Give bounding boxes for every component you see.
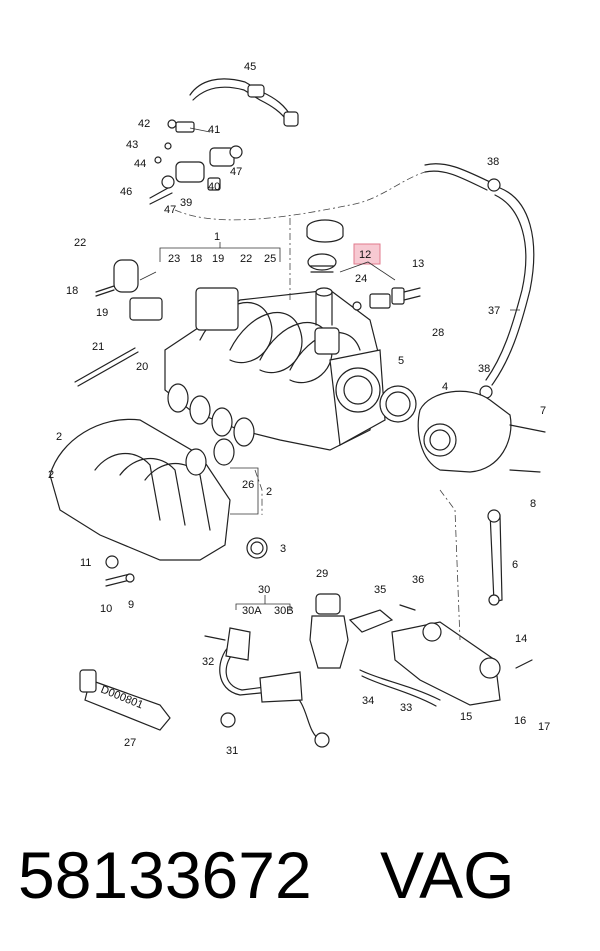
callout-label: 41 [208, 124, 220, 136]
callout-label: 43 [126, 139, 138, 151]
vacuum-hose-assembly [189, 78, 299, 127]
callout-label: 16 [514, 715, 526, 727]
intake-manifold [164, 287, 386, 451]
callout-label: 32 [202, 656, 214, 668]
callout-label: 21 [92, 341, 104, 353]
callout-label: 9 [128, 599, 134, 611]
callout-label: 17 [538, 721, 550, 733]
callout-label: 31 [226, 745, 238, 757]
callout-label: 24 [355, 273, 367, 285]
leader-lines [139, 127, 520, 610]
callout-label: 20 [136, 361, 148, 373]
callout-label: 19 [212, 253, 224, 265]
lower-manifold [49, 418, 268, 561]
callout-label: 7 [540, 405, 546, 417]
sealant-tube: D000801 [79, 669, 171, 731]
bracket-assembly [391, 509, 533, 706]
callout-label: 46 [120, 186, 132, 198]
egr-pipe [204, 627, 330, 748]
throttle-body [379, 385, 546, 473]
cap-filter-stack [306, 219, 344, 326]
callout-label: 30B [274, 605, 294, 617]
callout-label: 33 [400, 702, 412, 714]
vacuum-line [174, 163, 535, 399]
callout-label: 2 [266, 486, 272, 498]
callout-label: 22 [74, 237, 86, 249]
callout-label: 2 [56, 431, 62, 443]
callout-label: 8 [530, 498, 536, 510]
callout-label: 47 [164, 204, 176, 216]
callout-label: 15 [460, 711, 472, 723]
callout-label: 26 [242, 479, 254, 491]
callout-label: 30A [242, 605, 262, 617]
callout-labels: 1 2 2 2 3 4 5 6 7 8 9 10 11 12 13 14 15 … [48, 61, 550, 757]
callout-label: 14 [515, 633, 527, 645]
callout-label: 39 [180, 197, 192, 209]
callout-label: 45 [244, 61, 256, 73]
exploded-parts-diagram: D000801 1 2 2 2 3 4 5 6 7 8 9 10 11 12 1… [48, 61, 550, 757]
callout-label: 23 [168, 253, 180, 265]
part-number: 58133672 [18, 838, 312, 912]
callout-label: 34 [362, 695, 374, 707]
callout-label: 12 [359, 249, 371, 261]
footer: 58133672 VAG [18, 830, 588, 930]
callout-label: 28 [432, 327, 444, 339]
callout-label: 11 [80, 557, 91, 569]
callout-label: 3 [280, 543, 286, 555]
callout-label: 4 [442, 381, 448, 393]
callout-label: 19 [96, 307, 108, 319]
callout-label: 25 [264, 253, 276, 265]
fasteners [74, 259, 163, 587]
callout-label: 1 [214, 231, 220, 243]
callout-label: 30 [258, 584, 270, 596]
callout-label: 35 [374, 584, 386, 596]
callout-label: 5 [398, 355, 404, 367]
callout-label: 27 [124, 737, 136, 749]
callout-label: 18 [190, 253, 202, 265]
callout-label: 42 [138, 118, 150, 130]
callout-label: 18 [66, 285, 78, 297]
callout-label: 38 [478, 363, 490, 375]
callout-label: 36 [412, 574, 424, 586]
callout-label: 47 [230, 166, 242, 178]
solenoid-valve-group [149, 119, 243, 205]
sensor-assembly [352, 243, 421, 311]
callout-label: 44 [134, 158, 146, 170]
callout-label: 13 [412, 258, 424, 270]
callout-label: 29 [316, 568, 328, 580]
callout-label: 37 [488, 305, 500, 317]
callout-label: 40 [208, 181, 220, 193]
callout-label: 22 [240, 253, 252, 265]
callout-label: 10 [100, 603, 112, 615]
guide-lines [254, 218, 461, 641]
callout-label: 38 [487, 156, 499, 168]
callout-label: 2 [48, 469, 54, 481]
callout-label: 6 [512, 559, 518, 571]
egr-valve [309, 593, 441, 707]
brand-label: VAG [380, 838, 515, 912]
